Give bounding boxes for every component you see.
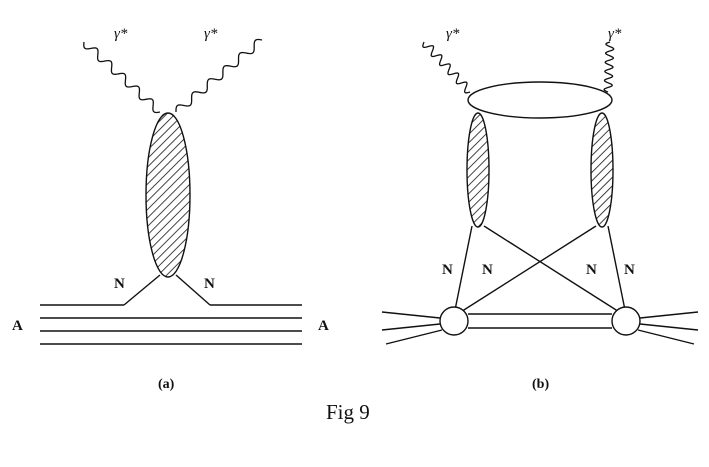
figure-caption: Fig 9 [326, 400, 370, 424]
nucleon-label-b-3: N [586, 262, 597, 278]
nucleon-label-b-1: N [442, 262, 453, 278]
photon-line-b-right [603, 41, 615, 93]
photon-label-b-left: γ* [446, 26, 460, 42]
photon-label-a-left: γ* [114, 26, 128, 42]
panel-b-caption: (b) [532, 377, 549, 392]
panel-b: γ* γ* N N N N (b) [381, 26, 699, 392]
quark-loop-ellipse [467, 81, 613, 119]
photon-line-a-right [175, 38, 263, 113]
pomeron-blob-b-right [590, 112, 614, 228]
pomeron-blob-a [145, 112, 191, 278]
photon-line-b-left [422, 41, 471, 94]
nucleus-vertex-right [611, 306, 641, 336]
nucleon-line-b [453, 225, 473, 316]
nucleon-label-a-left: N [114, 276, 125, 292]
photon-line-a-left [83, 41, 161, 114]
panel-a: γ* γ* N N A A (a) [12, 26, 329, 392]
nucleon-label-b-4: N [624, 262, 635, 278]
nucleus-label-a-left: A [12, 318, 23, 334]
panel-a-caption: (a) [158, 377, 175, 392]
nucleon-line-b-cross [455, 225, 597, 316]
pomeron-blob-b-left [466, 112, 490, 228]
nucleus-vertex-left [439, 306, 469, 336]
nucleus-line [639, 311, 699, 319]
nucleus-line [385, 329, 443, 345]
nucleon-line-a-right [175, 274, 211, 306]
nucleon-line-b [607, 225, 627, 316]
nucleus-label-a-right: A [318, 318, 329, 334]
photon-label-b-right: γ* [608, 26, 622, 42]
nucleon-label-b-2: N [482, 262, 493, 278]
nucleus-line [381, 323, 441, 331]
photon-label-a-right: γ* [204, 26, 218, 42]
nucleus-lines-a [40, 304, 302, 345]
nucleon-line-b-cross [483, 225, 625, 316]
nucleus-line [639, 323, 699, 331]
nucleus-line [637, 329, 695, 345]
nucleon-label-a-right: N [204, 276, 215, 292]
nucleus-lines-b [381, 311, 699, 345]
nucleus-line [381, 311, 441, 319]
nucleon-line-a-left [123, 274, 161, 306]
